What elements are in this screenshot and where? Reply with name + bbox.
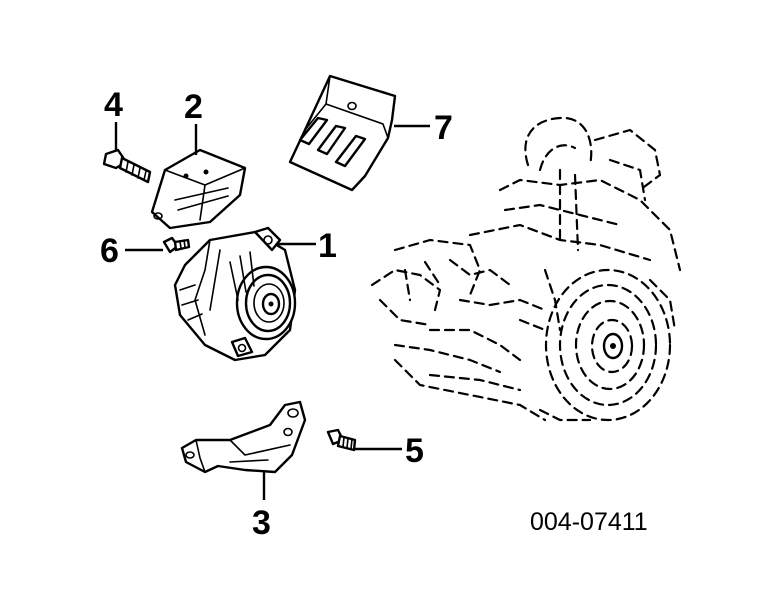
part-2-bracket	[150, 148, 247, 230]
callout-3: 3	[252, 504, 271, 542]
part-5-bolt	[326, 428, 357, 452]
callout-6: 6	[100, 232, 119, 270]
part-7-heat-shield	[288, 74, 397, 192]
part-3-lower-bracket	[180, 400, 307, 474]
part-6-bolt	[162, 236, 191, 254]
diagram-reference-code: 004-07411	[530, 508, 648, 536]
callout-2: 2	[184, 88, 203, 126]
part-4-bolt	[102, 148, 152, 184]
callout-1: 1	[318, 227, 337, 265]
callout-7: 7	[434, 109, 453, 147]
engine-phantom-outline	[370, 116, 682, 422]
part-1-alternator	[173, 226, 297, 362]
callout-4: 4	[104, 86, 123, 124]
callout-5: 5	[405, 432, 424, 470]
leader-lines	[114, 122, 430, 500]
